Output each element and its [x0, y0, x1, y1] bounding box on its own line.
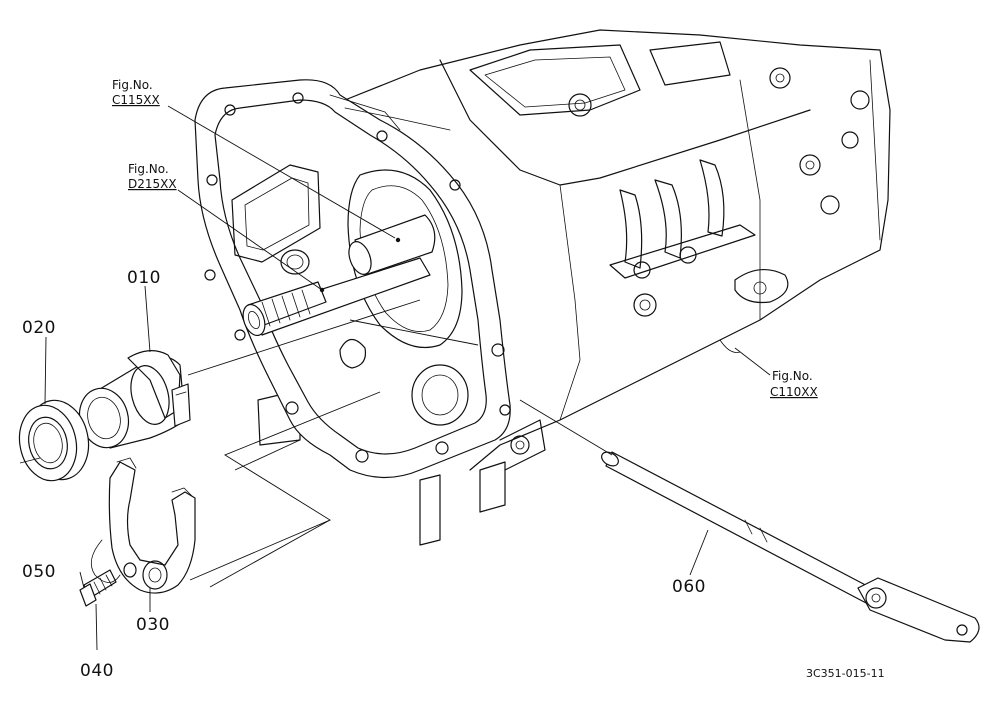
fig-ref-d215-line1: Fig.No.	[128, 162, 169, 176]
callout-labels: 010 020 050 030 040 060 Fig.No. C115XX F…	[22, 78, 885, 681]
part-010-release-hub	[78, 350, 191, 449]
fig-ref-c115-line2: C115XX	[112, 93, 160, 107]
part-060-release-shaft	[601, 451, 980, 643]
fig-ref-c110-line2: C110XX	[770, 385, 818, 399]
callout-060: 060	[672, 577, 706, 597]
assembly-lines	[19, 299, 613, 588]
drawing-number: 3C351-015-11	[806, 667, 885, 680]
part-050-wire	[90, 539, 121, 583]
callout-050: 050	[22, 562, 56, 582]
input-shaft	[242, 214, 436, 337]
fig-ref-c115-line1: Fig.No.	[112, 78, 153, 92]
fig-ref-c110-line1: Fig.No.	[772, 369, 813, 383]
clutch-housing-flange	[194, 79, 511, 479]
part-020-release-bearing	[18, 399, 90, 482]
callout-030: 030	[136, 615, 170, 635]
part-040-bolt	[79, 569, 117, 607]
callout-020: 020	[22, 318, 56, 338]
fig-ref-d215-line2: D215XX	[128, 177, 177, 191]
callout-040: 040	[80, 661, 114, 681]
part-030-release-fork	[108, 457, 196, 594]
callout-leaders	[44, 105, 771, 651]
callout-010: 010	[127, 268, 161, 288]
